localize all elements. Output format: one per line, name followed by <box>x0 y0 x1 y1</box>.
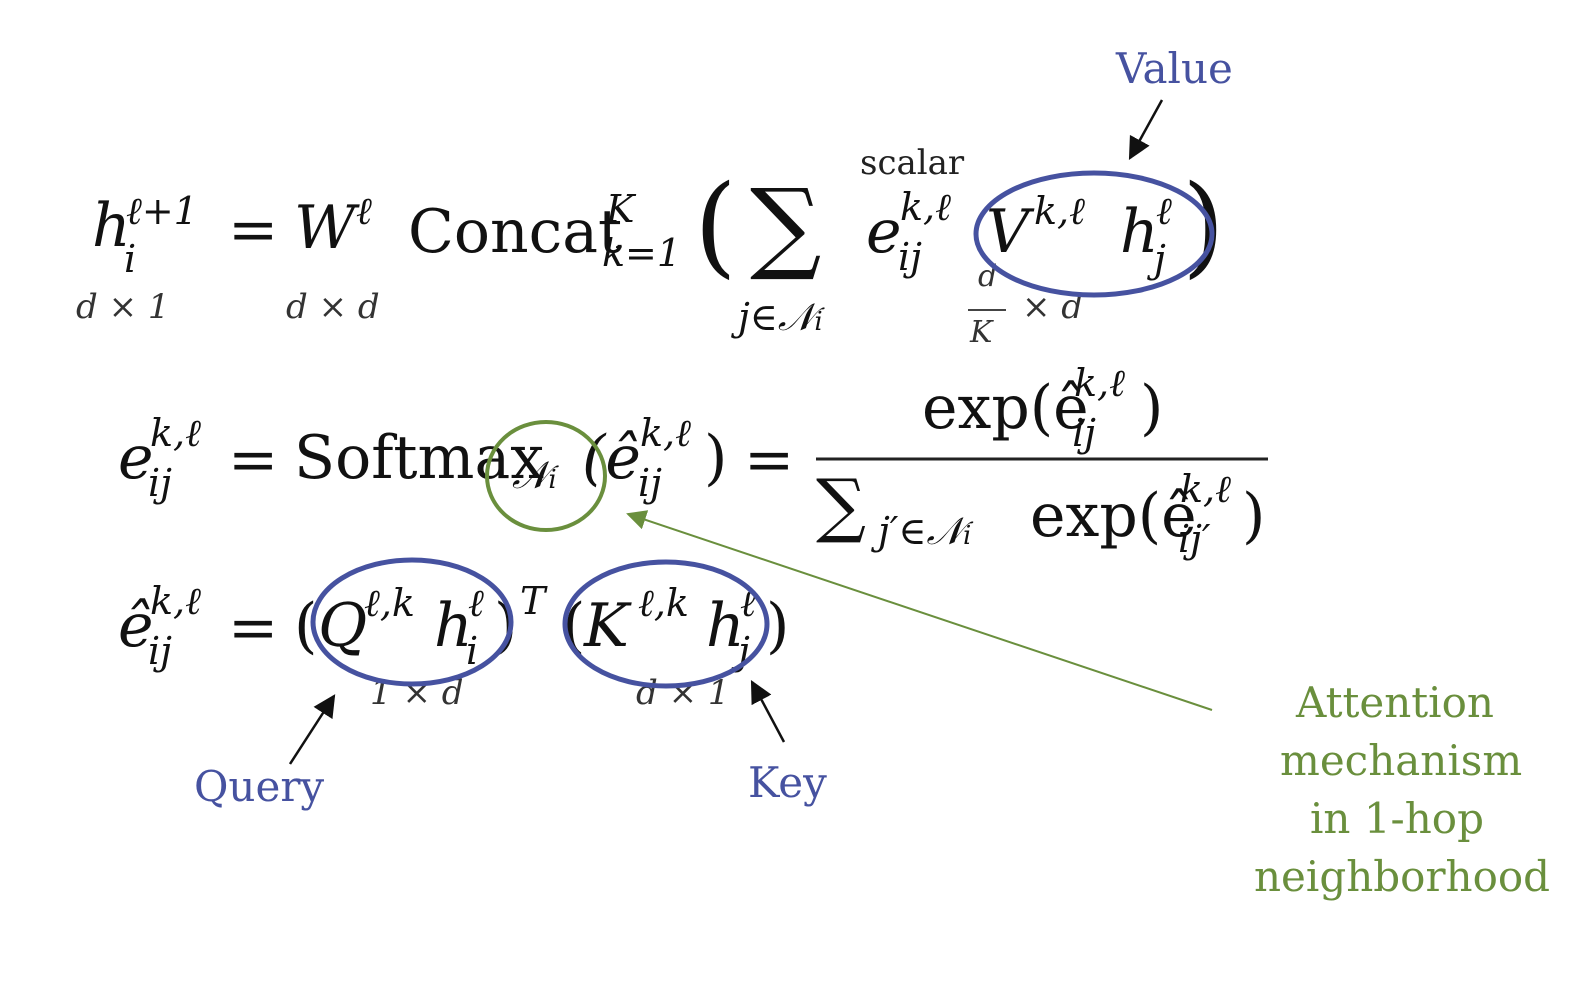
value-ellipse <box>973 170 1215 298</box>
eq3-Q-sup: ℓ,k <box>364 581 415 625</box>
eq3-hi-sub: i <box>466 629 479 673</box>
eq1-left-paren: ( <box>694 161 737 289</box>
eq1-right-paren: ) <box>1182 161 1225 289</box>
eq3-ehat: ê <box>118 591 154 661</box>
eq2-softmax-sub: 𝒩i <box>512 453 557 497</box>
eq3-hj-sub: j <box>738 629 750 673</box>
eq1-h: h <box>92 191 131 261</box>
key-ellipse <box>562 559 770 689</box>
eq2-numerator: exp(ê <box>922 373 1089 443</box>
eq2-den-sum-sub: j′∈𝒩i <box>878 509 972 553</box>
eq3-equals: = <box>228 593 279 663</box>
eq3-K-sup: ℓ,k <box>638 581 689 625</box>
eq1-equals: = <box>228 195 279 265</box>
eq1-e-sup: k,ℓ <box>900 185 951 229</box>
eq1-e: e <box>866 197 902 267</box>
eq2-denominator: exp(ê <box>1030 481 1197 551</box>
eq2-den-sup: k,ℓ <box>1180 467 1231 511</box>
eq3-K: K <box>584 591 629 661</box>
eq2-ehat-sub: ij <box>638 461 662 505</box>
eq1-h-sup: ℓ+1 <box>126 189 198 233</box>
eq2-equals-2: = <box>744 425 795 495</box>
eq2-e-sup: k,ℓ <box>150 411 201 455</box>
eq1-hj: h <box>1120 197 1159 267</box>
eq1-hj-sup: ℓ <box>1156 189 1172 233</box>
eq1-sum-sub: j∈𝒩i <box>738 295 823 339</box>
eq2-den-sub: ij′ <box>1178 517 1211 561</box>
eq2-den-close: ) <box>1242 481 1266 551</box>
eq1-W: W <box>294 193 356 263</box>
value-arrow <box>1128 99 1164 160</box>
eq3-ehat-sup: k,ℓ <box>150 579 201 623</box>
value-label: Value <box>1116 44 1233 93</box>
eq1-dim-frac-den: K <box>970 315 993 350</box>
query-label: Query <box>194 762 325 811</box>
eq3-ehat-sub: ij <box>148 629 172 673</box>
neighborhood-circle <box>485 420 607 532</box>
eq1-hj-sub: j <box>1154 237 1166 281</box>
eq2-den-sum: ∑ <box>816 464 866 546</box>
eq3-hi: h <box>434 591 473 661</box>
key-label: Key <box>748 758 827 807</box>
eq1-e-sub: ij <box>898 235 922 279</box>
attention-arrow <box>626 510 1213 711</box>
eq1-h-sub: i <box>124 237 137 281</box>
eq1-dim-W: d × d <box>286 287 380 327</box>
eq2-ehat-sup: k,ℓ <box>640 411 691 455</box>
key-arrow <box>750 680 786 743</box>
eq1-W-sup: ℓ <box>356 189 372 233</box>
query-ellipse <box>310 557 514 687</box>
eq1-dim-h: d × 1 <box>76 287 170 327</box>
eq2-e-sub: ij <box>148 461 172 505</box>
scalar-label: scalar <box>860 143 965 183</box>
eq3-T: T <box>520 579 546 623</box>
eq1-V: V <box>986 197 1030 267</box>
eq1-concat: Concat <box>408 197 623 267</box>
eq2-num-close: ) <box>1140 373 1164 443</box>
query-arrow <box>288 694 336 765</box>
eq3-Q: Q <box>318 591 368 661</box>
attention-label-line-4: neighborhood <box>1254 852 1551 901</box>
eq1-sum: ∑ <box>750 167 822 284</box>
eq2-e: e <box>118 423 154 493</box>
eq2-close-paren: ) <box>704 423 728 493</box>
eq1-concat-sub: k=1 <box>602 231 682 275</box>
eq3-dim-key: d × 1 <box>636 673 730 713</box>
eq2-ehat-arg: (ê <box>582 423 641 493</box>
eq3-left-paren: ( <box>294 591 318 661</box>
attention-label-line-3: in 1-hop <box>1310 794 1484 843</box>
attention-label-line-2: mechanism <box>1280 736 1523 785</box>
attention-label-line-1: Attention <box>1296 678 1494 727</box>
eq1-dim-frac-num: d <box>978 259 998 294</box>
eq2-num-sup: k,ℓ <box>1074 361 1125 405</box>
eq3-hj: h <box>706 591 745 661</box>
eq3-right-paren: ) <box>766 591 790 661</box>
eq3-hi-sup: ℓ <box>468 581 484 625</box>
eq2-num-sub: ij <box>1072 411 1096 455</box>
eq1-concat-sup: K <box>606 187 635 231</box>
eq2-equals-1: = <box>228 425 279 495</box>
eq1-V-sup: k,ℓ <box>1034 189 1085 233</box>
